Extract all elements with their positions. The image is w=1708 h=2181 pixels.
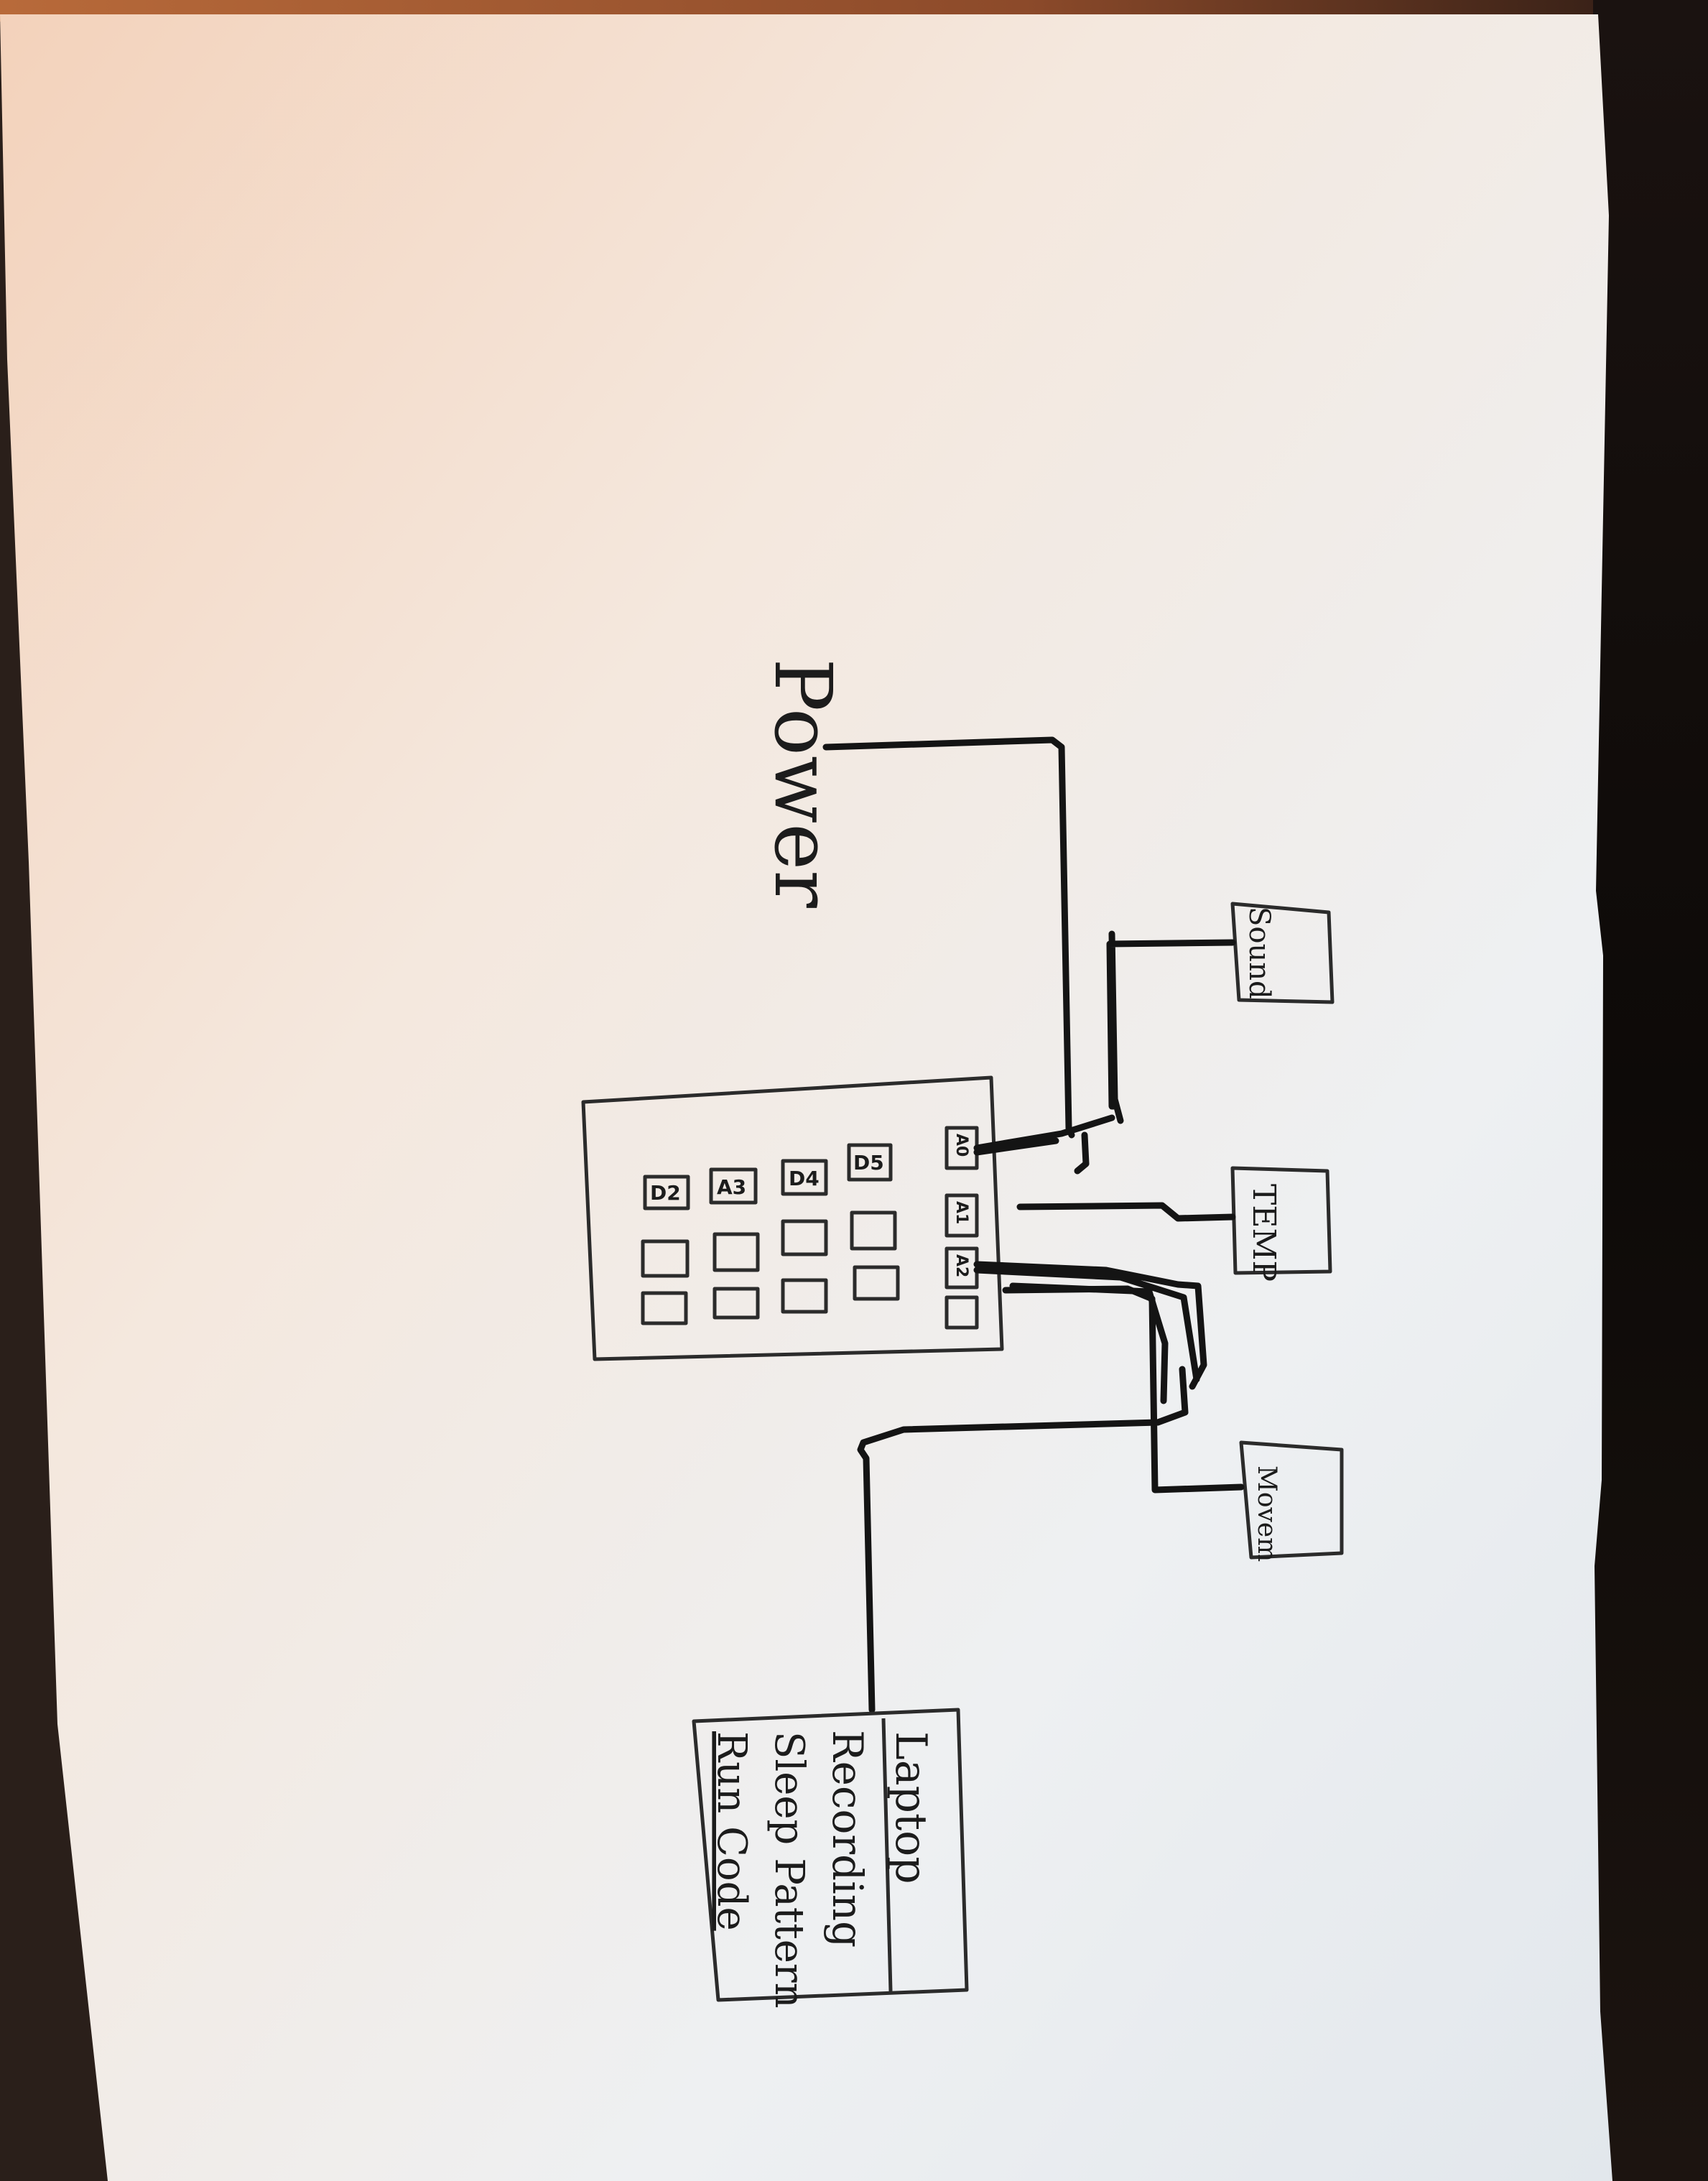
power-label: Power [757, 658, 849, 908]
temp-sensor: TEMP [1230, 1166, 1332, 1282]
temp-label: TEMP [1245, 1184, 1282, 1282]
sound-sensor: Sound [1230, 902, 1335, 1004]
pin-slot [641, 1239, 690, 1278]
pin-slot [850, 1210, 897, 1251]
pin-label-a1: A1 [952, 1201, 970, 1224]
pin-slot-a1 [944, 1193, 979, 1238]
pin-label-d2: D2 [650, 1181, 681, 1205]
a2-wire-bundle [973, 1261, 1207, 1404]
pin-slot [781, 1219, 828, 1256]
pin-label-a2: A2 [952, 1254, 970, 1277]
pin-slot-d2 [643, 1175, 690, 1210]
paper-sheet [0, 14, 1612, 2181]
pin-slot [713, 1287, 760, 1320]
laptop-wire [857, 1366, 1189, 1713]
laptop-box: Laptop Recording Sleep Pattern Run Code [692, 1708, 969, 2009]
motion-sensor: Movem [1239, 1440, 1344, 1562]
temp-wire [1016, 1202, 1236, 1222]
microcontroller-board: D2 A3 D4 D5 A0 A1 A2 [581, 1075, 1004, 1361]
background-edge-right [1593, 0, 1708, 2181]
pin-label-a0: A0 [952, 1134, 970, 1157]
pin-label-d5: D5 [853, 1151, 884, 1175]
pin-slot-d5 [847, 1143, 893, 1182]
pin-slot [853, 1265, 900, 1301]
pin-label-d4: D4 [789, 1167, 820, 1190]
laptop-recording: Recording [823, 1730, 872, 1948]
sound-wire [1106, 930, 1236, 1124]
a0-wire [973, 1114, 1115, 1156]
laptop-sleep-pattern: Sleep Pattern [766, 1731, 812, 2009]
pin-slot [641, 1291, 688, 1325]
pin-slot [781, 1278, 828, 1314]
pin-slot [944, 1295, 979, 1330]
motion-label: Movem [1252, 1465, 1281, 1562]
a0-stub [1074, 1131, 1090, 1175]
pin-slot-a3 [709, 1167, 758, 1205]
pin-slot-d4 [781, 1159, 828, 1196]
laptop-divider [881, 1718, 893, 1992]
pin-label-a3: A3 [717, 1175, 746, 1199]
sound-label: Sound [1243, 907, 1276, 999]
pin-slot [713, 1232, 760, 1272]
laptop-title: Laptop [886, 1731, 936, 1884]
power-text: Power [757, 658, 849, 908]
laptop-run-code: Run Code [708, 1731, 755, 1931]
